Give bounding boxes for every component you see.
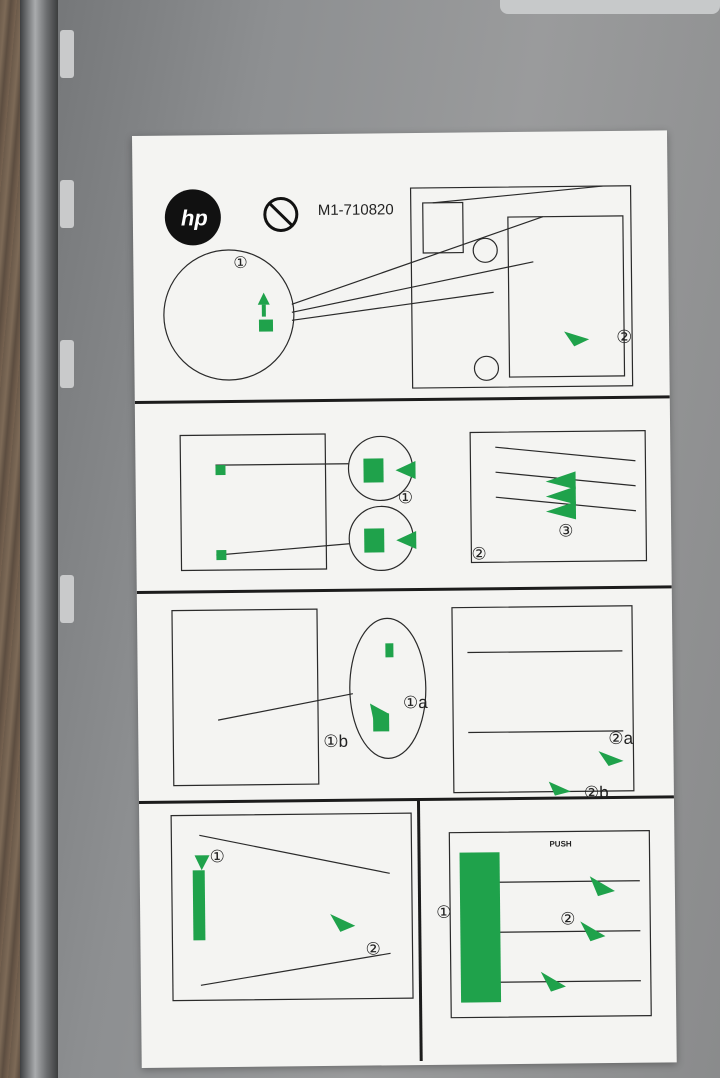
step-marker: ① xyxy=(436,902,452,922)
part-number: M1-710820 xyxy=(317,201,394,220)
label-drawings xyxy=(134,185,674,1062)
service-label: hp M1-710820 ① ② ① ② ③ ①a ①b ②a ②b ① ② ①… xyxy=(132,130,677,1068)
metal-rail xyxy=(20,0,58,1078)
step-marker: ② xyxy=(616,326,633,347)
rail-tab xyxy=(60,30,74,78)
step-marker: ② xyxy=(560,909,576,929)
hp-logo-text: hp xyxy=(180,205,208,231)
step-marker: ① xyxy=(397,488,414,508)
step-marker: ③ xyxy=(558,521,574,541)
divider xyxy=(416,801,423,1062)
divider xyxy=(136,585,672,594)
rail-tab xyxy=(60,180,74,228)
rail-tab xyxy=(60,575,74,623)
green-parts xyxy=(192,292,624,1003)
chassis-outline xyxy=(409,185,634,389)
divider xyxy=(138,795,674,804)
divider xyxy=(134,395,670,404)
rail-tab xyxy=(60,340,74,388)
step-marker: ① xyxy=(209,847,225,867)
step-marker: ②b xyxy=(583,783,609,803)
no-tools-icon xyxy=(263,196,299,232)
front-bezel xyxy=(507,215,626,378)
device-edge xyxy=(500,0,720,14)
hp-logo xyxy=(164,189,221,246)
step-marker: ② xyxy=(471,544,487,564)
slot-panel xyxy=(179,433,328,572)
step-marker: ① xyxy=(233,254,248,272)
step-marker: ①b xyxy=(323,731,349,752)
step-marker: ② xyxy=(365,939,381,959)
step-marker: ①a xyxy=(402,692,428,713)
push-label: PUSH xyxy=(549,839,572,849)
zoom-circle xyxy=(163,249,295,381)
step-marker: ②a xyxy=(608,728,634,749)
